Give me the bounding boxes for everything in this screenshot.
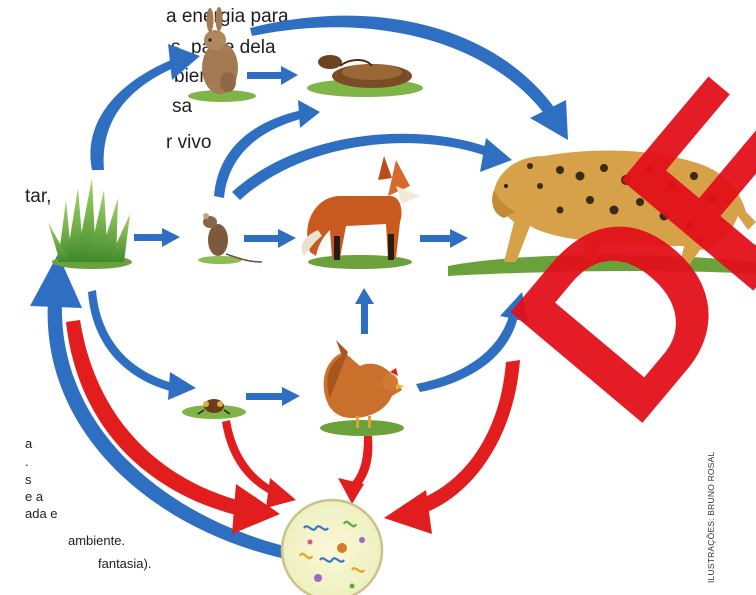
arrow-rabbit-to-snake [247, 72, 281, 79]
arrowhead-mouse-jaguar [480, 138, 512, 172]
beetle-icon [182, 399, 246, 419]
red-arrows [66, 320, 520, 534]
arrow-fox-to-jaguar [420, 235, 450, 242]
arrow-grass-to-beetle [88, 290, 176, 392]
red-arrowhead-beetle [266, 478, 296, 508]
arrow-rabbit-to-jaguar [250, 16, 556, 116]
red-arrowhead-jaguar [384, 490, 432, 534]
arrow-beetle-to-hen [246, 393, 282, 400]
microorganisms-icon [282, 500, 382, 595]
grass-icon [48, 178, 132, 269]
illustration-credit: ILUSTRAÇÕES: BRUNO ROSAL [706, 452, 716, 583]
rabbit-icon [188, 7, 256, 102]
hen-icon [320, 340, 404, 436]
arrowhead-fox-jaguar [450, 229, 468, 248]
arrowhead-beetle-hen [282, 387, 300, 406]
arrowhead-grass-mouse [162, 228, 180, 247]
arrow-hen-to-fox [361, 304, 368, 334]
arrowhead-rabbit-snake [281, 66, 298, 85]
snake-icon [307, 55, 423, 97]
arrow-mouse-to-jaguar [232, 134, 496, 200]
arrowhead-mouse-fox [278, 229, 296, 248]
arrow-mouse-to-fox [244, 235, 278, 242]
arrowhead-grass-rabbit [168, 44, 200, 80]
arrow-grass-to-rabbit [90, 58, 178, 170]
arrowhead-mouse-snake [298, 100, 320, 128]
arrow-grass-to-mouse [134, 234, 162, 241]
arrowhead-hen-fox [355, 288, 374, 304]
fox-icon [302, 156, 420, 269]
arrowhead-grass-beetle [168, 372, 196, 400]
